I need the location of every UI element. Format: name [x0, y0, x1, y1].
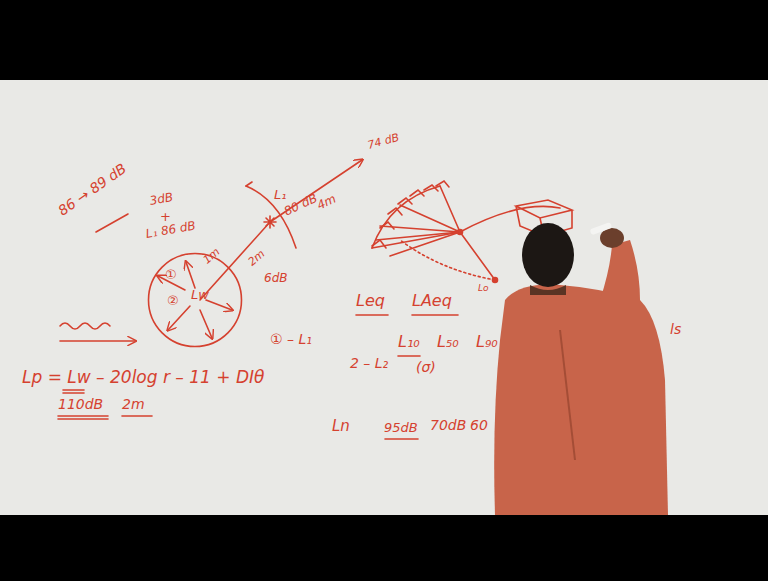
board-note: LAeq [412, 292, 452, 310]
board-note: Ln [332, 418, 350, 435]
lecturer [494, 222, 668, 515]
board-note: Lp = Lw – 20log r – 11 + DIθ [22, 368, 264, 387]
board-note: 6dB [264, 272, 287, 285]
board-note: ls [670, 322, 681, 337]
board-note: L₉₀ [476, 333, 498, 351]
board-note: 70dB [430, 418, 466, 433]
board-note: + [160, 210, 171, 224]
board-note: 2m [122, 397, 145, 412]
board-note: 110dB [58, 397, 103, 412]
source-circle: ① ② Lw [147, 252, 243, 348]
board-note: ① – L₁ [270, 332, 312, 347]
node-text: Lw [191, 288, 209, 302]
board-note: (σ) [416, 360, 436, 375]
board-note: L₁₀ [398, 333, 420, 351]
node-text: ② [167, 294, 179, 308]
board-note: Leq [356, 292, 385, 310]
board-note: 60 [470, 418, 488, 433]
board-note: 2 – L₂ [350, 356, 388, 371]
board-note: Lo [478, 284, 489, 294]
node-text: ① [165, 268, 177, 282]
board-note: 95dB [384, 421, 418, 435]
board-note: L₁ [274, 188, 286, 202]
board-note: L₅₀ [437, 333, 459, 351]
